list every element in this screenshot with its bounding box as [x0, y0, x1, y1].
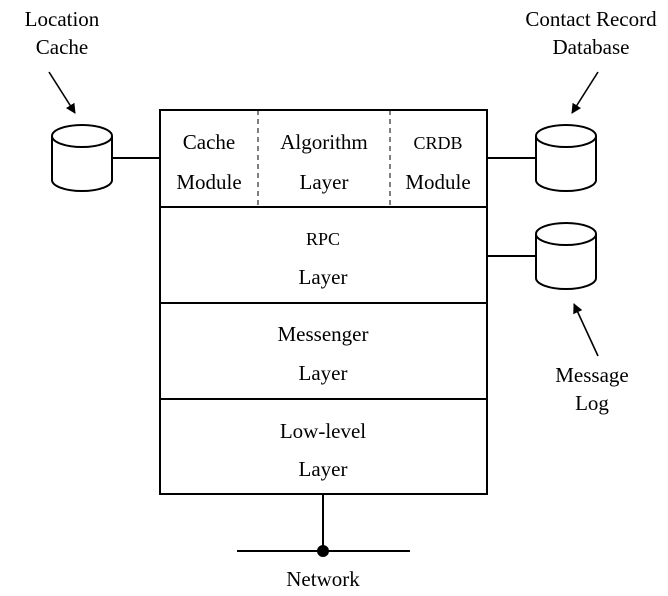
messenger-layer-label-line2: Layer: [299, 361, 348, 385]
message-log-label-line1: Message: [555, 363, 628, 387]
network-junction-dot: [317, 545, 329, 557]
location-cache-label-line1: Location: [25, 7, 100, 31]
lowlevel-layer-label-line1: Low-level: [280, 419, 366, 443]
network-label: Network: [286, 567, 360, 591]
rpc-layer-label-line2: Layer: [299, 265, 348, 289]
algorithm-layer-label-line2: Layer: [300, 170, 349, 194]
cache-module-label-line1: Cache: [183, 130, 235, 154]
message-log-label-line2: Log: [575, 391, 609, 415]
algorithm-layer-label-line1: Algorithm: [280, 130, 368, 154]
crdb-module-label-line2: Module: [405, 170, 470, 194]
contact-record-database-label-line2: Database: [553, 35, 630, 59]
contact-record-database-arrow: [571, 71, 599, 114]
rpc-layer-label-line1: RPC: [306, 229, 340, 249]
messenger-layer-label-line1: Messenger: [278, 322, 369, 346]
message-log-arrow: [573, 303, 599, 357]
contact-record-database-icon: [535, 124, 597, 192]
lowlevel-layer-label-line2: Layer: [299, 457, 348, 481]
cache-module-label-line2: Module: [176, 170, 241, 194]
contact-record-database-label-line1: Contact Record: [525, 7, 657, 31]
message-log-database-icon: [535, 222, 597, 290]
location-cache-database-icon: [51, 124, 113, 192]
location-cache-arrow: [48, 71, 76, 114]
crdb-module-label-line1: CRDB: [413, 133, 462, 153]
location-cache-label-line2: Cache: [36, 35, 88, 59]
